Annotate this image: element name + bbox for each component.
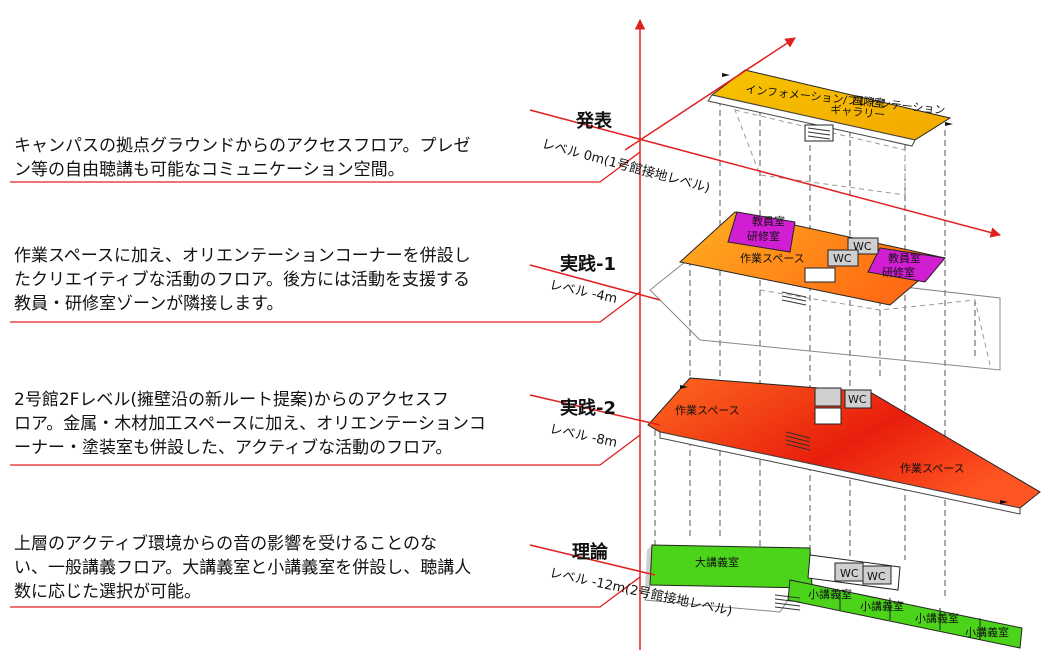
room-label: ギャラリー	[830, 103, 886, 122]
room-label: WC	[840, 567, 859, 580]
room-label: 小講義室	[860, 599, 904, 613]
room-label: 研修室	[747, 229, 780, 243]
room-label: 教員室	[752, 214, 785, 228]
level-description: 上層のアクティブ環境からの音の影響を受けることのない、一般講義フロア。大講義室と…	[14, 534, 472, 602]
level-description: 2号館2Fレベル(擁壁沿の新ルート提案)からのアクセスフロア。金属・木材加工スペ…	[14, 390, 486, 458]
level-description: キャンパスの拠点グラウンドからのアクセスフロア。プレゼン等の自由聴講も可能なコミ…	[14, 136, 471, 180]
room-label: 研修室	[882, 265, 915, 279]
room-label: WC	[848, 393, 867, 406]
room-label: 作業スペース	[900, 462, 965, 475]
floor-riron: 大講義室 WC WC 小講義室 小講義室 小講義室 小講義室	[644, 544, 1023, 649]
floor-jissen-2: 作業スペース WC 作業スペース	[647, 377, 1041, 515]
room-label: 教員室	[888, 251, 921, 265]
room-label: 国際室	[852, 93, 886, 110]
room-label: 大講義室	[695, 555, 739, 569]
room-label: WC	[867, 570, 886, 583]
room-label: 小講義室	[915, 611, 959, 625]
level-description: 作業スペースに加え、オリエンテーションコーナーを併設したクリエイティブな活動のフ…	[14, 246, 471, 314]
floor-jissen-1: 教員室 研修室 作業スペース WC WC 教員室 研修室	[649, 211, 1001, 371]
level-name: 実践-2	[560, 398, 616, 419]
room-label: 作業スペース	[675, 404, 740, 417]
level-name: 実践-1	[560, 254, 616, 275]
level-name: 理論	[572, 542, 608, 563]
room-label: 作業スペース	[740, 252, 805, 265]
leader-lines	[10, 151, 641, 608]
axes	[529, 18, 1002, 650]
room-label: WC	[853, 240, 872, 253]
room-label: WC	[833, 252, 852, 265]
room-label: 小講義室	[808, 587, 852, 601]
room-label: 小講義室	[965, 625, 1009, 639]
level-name: 発表	[576, 111, 612, 132]
floor-happyo: インフォメーション/プレゼンテーション 国際室 ギャラリー	[707, 69, 953, 196]
